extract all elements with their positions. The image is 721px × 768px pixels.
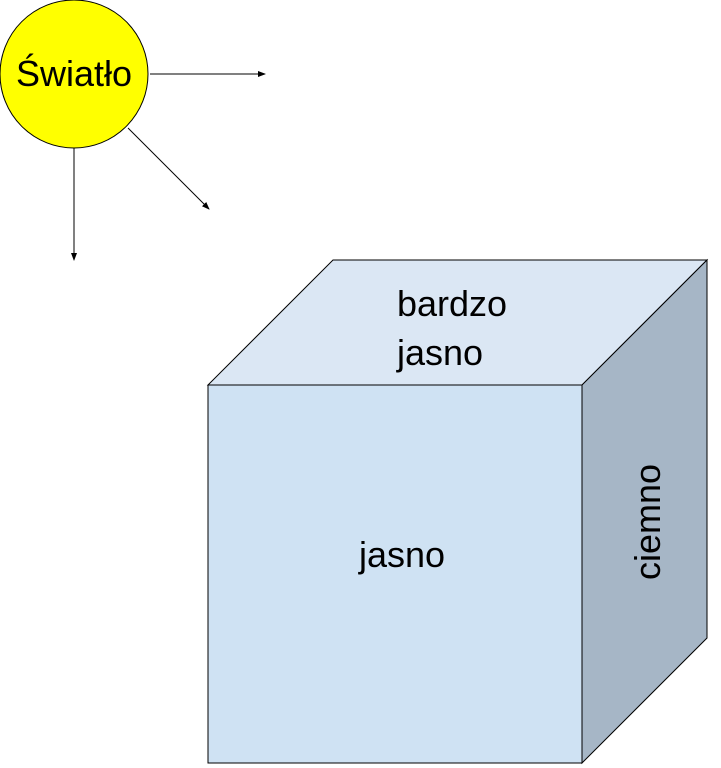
top-face-label-line2: jasno (396, 332, 483, 373)
light-ray-diagonal (127, 127, 210, 210)
cube-front-face (207, 384, 583, 764)
sun-label: Światło (16, 52, 132, 94)
sun-circle (0, 0, 149, 149)
front-face-label: jasno (358, 534, 445, 575)
side-face-label: ciemno (627, 464, 668, 580)
top-face-label-line1: bardzo (397, 283, 507, 324)
